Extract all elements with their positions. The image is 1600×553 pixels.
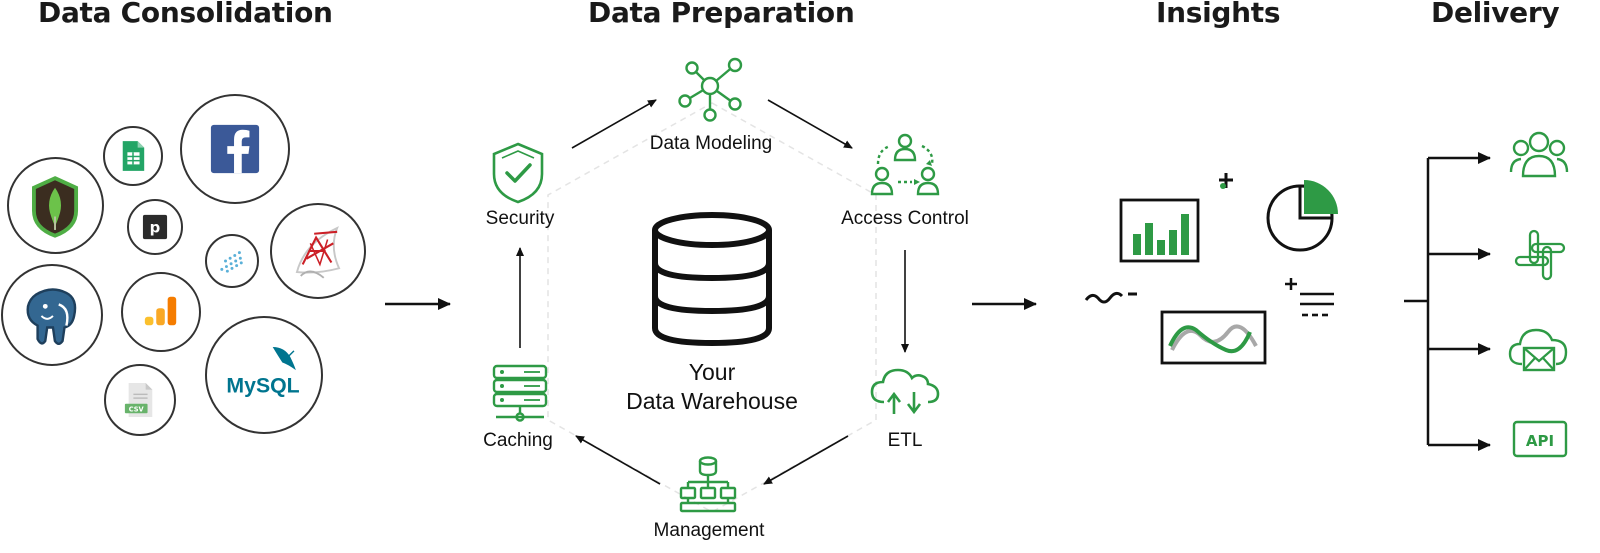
api-icon: API bbox=[1512, 420, 1568, 458]
warehouse-line-2: Data Warehouse bbox=[626, 388, 798, 414]
svg-text:p: p bbox=[150, 219, 161, 237]
source-google-sheets bbox=[103, 126, 163, 186]
arrow-etl-to-management bbox=[763, 435, 849, 485]
cloud-sync-icon bbox=[870, 368, 940, 415]
sql-server-icon bbox=[295, 226, 341, 279]
source-pipedrive: p bbox=[127, 199, 183, 255]
svg-text:CSV: CSV bbox=[129, 406, 145, 414]
warehouse-line-1: Your bbox=[688, 359, 736, 385]
svg-text:MySQL: MySQL bbox=[226, 373, 299, 397]
svg-text:API: API bbox=[1526, 432, 1554, 450]
network-icon bbox=[678, 57, 743, 122]
slack-icon bbox=[1514, 229, 1566, 281]
source-mysql: MySQL bbox=[205, 316, 323, 434]
label-etl: ETL bbox=[887, 430, 923, 451]
pie-chart-icon bbox=[1266, 180, 1338, 252]
heading-insights: Insights bbox=[1156, 0, 1281, 29]
source-csv: CSV bbox=[104, 364, 176, 436]
source-google-analytics bbox=[121, 272, 201, 352]
delivery-tree bbox=[1404, 152, 1491, 451]
server-stack-icon bbox=[492, 364, 548, 422]
source-mongodb bbox=[7, 157, 104, 254]
google-analytics-icon bbox=[144, 296, 177, 326]
facebook-icon bbox=[210, 124, 260, 174]
users-cycle-icon bbox=[870, 133, 940, 196]
email-cloud-icon bbox=[1508, 328, 1568, 372]
label-caching: Caching bbox=[483, 430, 553, 451]
sparkle-lines-icon bbox=[1285, 278, 1334, 317]
pipedrive-icon: p bbox=[142, 214, 168, 240]
arrow-modeling-to-access bbox=[767, 99, 853, 149]
mysql-icon: MySQL bbox=[226, 346, 300, 397]
label-management: Management bbox=[653, 520, 765, 541]
bar-chart-icon bbox=[1119, 198, 1200, 263]
wave-chart-icon bbox=[1160, 310, 1267, 365]
users-icon bbox=[1509, 131, 1569, 178]
database-icon bbox=[652, 212, 772, 347]
insights-charts bbox=[1084, 173, 1338, 365]
arrow-management-to-caching bbox=[575, 435, 661, 485]
source-postgresql bbox=[1, 264, 103, 366]
shield-check-icon bbox=[492, 142, 544, 204]
csv-file-icon: CSV bbox=[124, 383, 153, 417]
postgresql-icon bbox=[26, 288, 77, 346]
heading-data-consolidation: Data Consolidation bbox=[38, 0, 333, 29]
source-sql-server bbox=[270, 203, 366, 299]
squiggle-decoration bbox=[1084, 291, 1137, 304]
heading-data-preparation: Data Preparation bbox=[588, 0, 855, 29]
arrow-security-to-modeling bbox=[571, 99, 657, 149]
label-access-control: Access Control bbox=[841, 208, 969, 229]
label-security: Security bbox=[485, 208, 555, 229]
hierarchy-icon bbox=[679, 456, 737, 513]
heading-delivery: Delivery bbox=[1431, 0, 1560, 29]
google-sheets-icon bbox=[122, 141, 145, 171]
warehouse-label: Your Data Warehouse bbox=[626, 358, 798, 416]
mongodb-icon bbox=[32, 176, 79, 238]
label-data-modeling: Data Modeling bbox=[649, 133, 773, 154]
source-facebook bbox=[180, 94, 290, 204]
segment-icon bbox=[220, 251, 243, 273]
sparkle-plus-icon bbox=[1219, 173, 1233, 189]
source-segment bbox=[205, 234, 259, 288]
